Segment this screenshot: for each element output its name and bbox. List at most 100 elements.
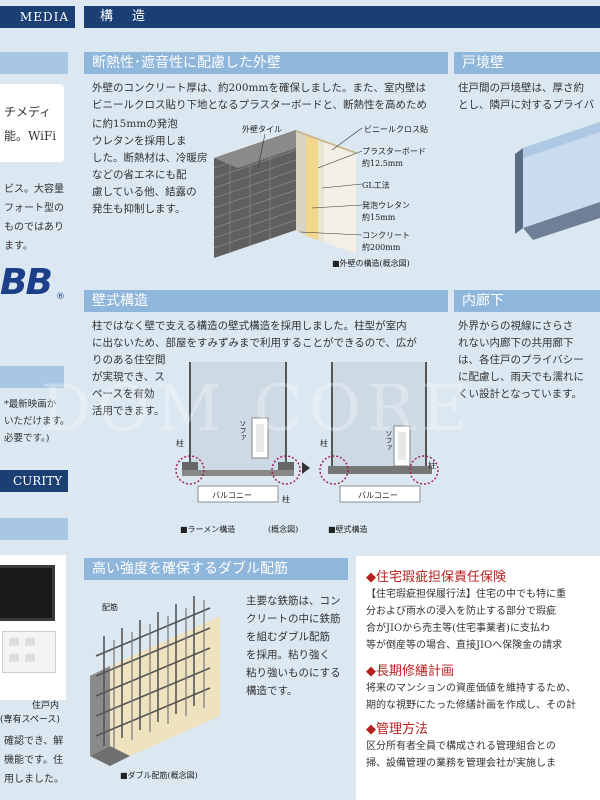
repair-heading: ◆長期修繕計画 xyxy=(366,664,454,679)
structure-section-title: 壁式構造 xyxy=(84,290,448,312)
intercom-buttons xyxy=(2,631,56,673)
rahmen-caption: ■ラーメン構造 xyxy=(180,525,236,534)
insurance-text: 【住宅瑕疵担保履行法】住宅の中でも特に重 分および雨水の浸入を防止する部分で瑕疵… xyxy=(366,586,600,654)
label-board-size: 約12.5mm xyxy=(362,159,403,168)
wall-sofa-label: ソファ xyxy=(385,430,393,451)
rebar-label: 配筋 xyxy=(102,603,118,612)
media-text-1: チメディ xyxy=(4,105,52,119)
boundary-text: 住戸間の戸境壁は、厚さ約 とし、隣戸に対するプライバ xyxy=(458,80,600,114)
wall-line: ウレタンを採用しま xyxy=(92,135,187,147)
security-header: CURITY xyxy=(0,470,68,492)
insurance-line: 等が倒産等の場合、直接JIOへ保険金の請求 xyxy=(366,640,563,651)
wall-line: ビニールクロス貼り下地となるプラスターボードと、断熱性を高めため xyxy=(92,99,428,111)
management-line: 区分所有者全員で構成される管理組合との xyxy=(366,741,556,752)
media-text-2: 能。WiFi xyxy=(4,129,57,143)
arrow-icon xyxy=(302,462,310,474)
bb-panel xyxy=(0,366,64,388)
media-header: MEDIA xyxy=(0,6,75,28)
boundary-line: 住戸間の戸境壁は、厚さ約 xyxy=(458,82,584,94)
wall-balcony-label: バルコニー xyxy=(358,491,398,500)
wall-line: などの省エネにも配 xyxy=(92,169,187,181)
diagram-caption-note: (概念図) xyxy=(268,525,299,534)
corridor-line: くい設計となっています。 xyxy=(458,388,583,400)
repair-line: 期的な視野にたった修繕計画を作成し、その計 xyxy=(366,700,576,711)
label-cloth: ビニールクロス貼 xyxy=(364,125,428,134)
rebar-diagram xyxy=(90,596,220,766)
security-line: 用しました。 xyxy=(4,774,64,785)
note-line: 必要です。) xyxy=(4,433,50,444)
security-body: 確認でき、解 機能です。住 用しました。 xyxy=(4,732,64,789)
watermark: DOM CORE xyxy=(40,372,474,446)
corridor-line: は、各住戸のプライバシー xyxy=(458,354,584,366)
rahmen-pillar-label-2: 柱 xyxy=(282,495,290,504)
rahmen-pillar-label: 柱 xyxy=(176,439,184,448)
media-body-line: ものではあり xyxy=(4,222,64,233)
corridor-line: れない内廊下の共用廊下 xyxy=(458,337,574,349)
label-board: プラスターボード xyxy=(362,147,426,156)
structure-line: に出ないため、部屋をすみずみまで利用することができるので、広が xyxy=(92,337,417,349)
structure-text-narrow: りのある住空間 が実現でき、ス ペースを有効 活用できます。 xyxy=(92,352,182,420)
media-body-line: フォート型の xyxy=(4,203,64,214)
management-line: 掃、設備管理の業務を管理会社が実施しま xyxy=(366,758,556,769)
media-card xyxy=(0,84,64,162)
label-gl: GL工法 xyxy=(362,181,390,190)
structure-line: りのある住空間 xyxy=(92,354,166,366)
media-note: *最新映画か いただけます。 必要です。) xyxy=(4,396,70,447)
wall-text-full: 外壁のコンクリート厚は、約200mmを確保しました。また、室内壁は ビニールクロ… xyxy=(92,80,442,114)
wall-structure-diagram xyxy=(319,362,439,503)
structure-line: が実現でき、ス xyxy=(92,371,165,383)
wall-diagram xyxy=(213,130,356,258)
media-body-line: ます。 xyxy=(4,241,33,252)
insurance-heading: ◆住宅瑕疵担保責任保険 xyxy=(366,570,506,585)
media-subbar xyxy=(0,52,68,74)
rebar-line: 構造です。 xyxy=(246,685,298,697)
label-urethane: 発泡ウレタン xyxy=(362,201,410,210)
wall-line: した。断熱材は、冷暖房 xyxy=(92,152,208,164)
rebar-line: を組むダブル配筋 xyxy=(246,631,330,643)
security-subbar xyxy=(0,518,68,540)
label-concrete-size: 約200mm xyxy=(362,243,401,252)
wall-structure-caption: ■壁式構造 xyxy=(328,525,368,534)
registered-mark: ® xyxy=(56,292,65,302)
insurance-line: 分および雨水の浸入を防止する部分で瑕疵 xyxy=(366,606,556,617)
wall-pillar-label-2: 柱 xyxy=(428,461,436,470)
boundary-section-title: 戸境壁 xyxy=(454,52,600,74)
rebar-section-title: 高い強度を確保するダブル配筋 xyxy=(84,558,348,580)
wall-line: に約15mmの発泡 xyxy=(92,118,178,130)
note-line: いただけます。 xyxy=(4,416,70,427)
wall-line: 慮している他、結露の xyxy=(92,186,197,198)
rebar-line: を採用。粘り強く xyxy=(246,649,330,661)
wall-pillar-label: 柱 xyxy=(320,439,328,448)
wall-caption: ■外壁の構造(概念図) xyxy=(332,259,410,268)
insurance-line: 合がJIOから売主等(住宅事業者)に支払わ xyxy=(366,623,550,634)
repair-line: 将来のマンションの資産価値を維持するため、 xyxy=(366,683,576,694)
rebar-caption: ■ダブル配筋(概念図) xyxy=(120,771,198,780)
page-title: 構 造 xyxy=(84,6,600,28)
wall-section-title: 断熱性･遮音性に配慮した外壁 xyxy=(84,52,448,74)
boundary-line: とし、隣戸に対するプライバ xyxy=(458,99,595,111)
structure-line: 柱ではなく壁で支える構造の壁式構造を採用しました。柱型が室内 xyxy=(92,320,407,332)
security-line: 機能です。住 xyxy=(4,755,63,766)
rebar-text: 主要な鉄筋は、コン クリートの中に鉄筋 を組むダブル配筋 を採用。粘り強く 粘り… xyxy=(246,592,346,700)
media-body: ビス。大容量 フォート型の ものではあり ます。 xyxy=(4,180,70,256)
corridor-section-title: 内廊下 xyxy=(454,290,600,312)
boundary-diagram xyxy=(515,122,600,240)
label-tile: 外壁タイル xyxy=(242,125,282,134)
rebar-line: 主要な鉄筋は、コン xyxy=(246,595,341,607)
structure-text-full: 柱ではなく壁で支える構造の壁式構造を採用しました。柱型が室内 に出ないため、部屋… xyxy=(92,318,442,352)
corridor-line: 外界からの視線にさらさ xyxy=(458,320,574,332)
rebar-line: クリートの中に鉄筋 xyxy=(246,613,341,625)
label-urethane-size: 約15mm xyxy=(362,213,396,222)
intercom-caption-2: (専有スペース) xyxy=(0,715,60,725)
management-text: 区分所有者全員で構成される管理組合との 掃、設備管理の業務を管理会社が実施しま xyxy=(366,738,600,772)
structure-line: 活用できます。 xyxy=(92,405,165,417)
rahmen-balcony-label: バルコニー xyxy=(212,491,252,500)
insurance-line: 【住宅瑕疵担保履行法】住宅の中でも特に重 xyxy=(366,589,566,600)
corridor-line: に配慮し、雨天でも濡れに xyxy=(458,371,584,383)
intercom-screen xyxy=(0,565,55,621)
intercom-panel xyxy=(0,555,66,700)
rahmen-diagram xyxy=(175,362,301,503)
rahmen-sofa-label: ソファ xyxy=(239,420,247,441)
info-box xyxy=(356,556,600,800)
corridor-text: 外界からの視線にさらさ れない内廊下の共用廊下 は、各住戸のプライバシー に配慮… xyxy=(458,318,600,403)
